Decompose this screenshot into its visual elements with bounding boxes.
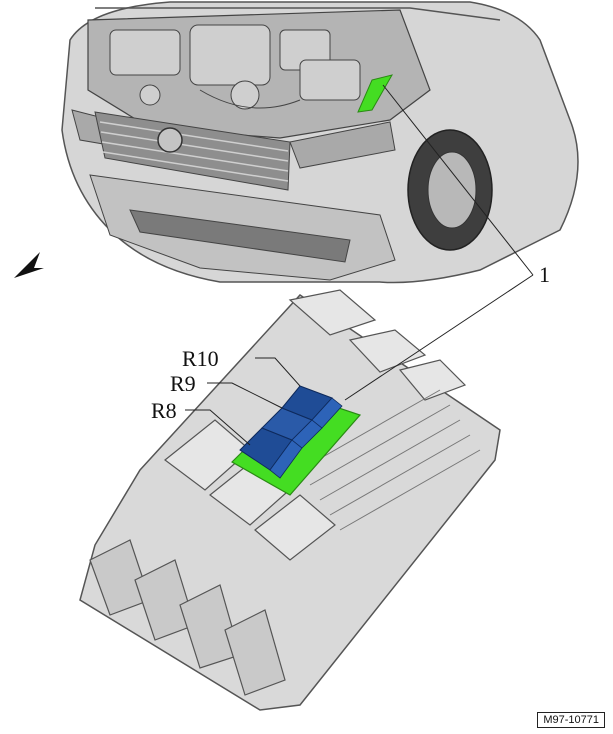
fuse-relay-box [79, 289, 501, 711]
wheel-rim [427, 151, 477, 229]
fuse-box-location-highlight [357, 74, 394, 113]
callout-r8: R8 [151, 398, 177, 423]
vehicle-front-illustration [61, 1, 579, 284]
leader-r8 [185, 409, 251, 446]
leader-lines [185, 84, 534, 446]
relay-tops [269, 397, 343, 479]
right-headlight [289, 121, 396, 169]
callout-1: 1 [539, 262, 550, 287]
callout-r10: R10 [182, 346, 219, 371]
leader-1-to-box [344, 274, 534, 401]
brand-badge [157, 127, 183, 153]
leader-1-to-car [382, 84, 534, 276]
direction-arrow [14, 252, 44, 278]
front-grille [94, 111, 291, 191]
callout-r9: R9 [170, 371, 196, 396]
connector-housings [89, 539, 286, 696]
figure-reference-number: M97-10771 [537, 712, 605, 728]
engine-components [109, 24, 361, 110]
hood-edge [95, 7, 501, 21]
leader-r10 [255, 357, 301, 387]
grille-slats [99, 121, 289, 182]
lower-intake [129, 209, 351, 263]
leader-r9 [207, 382, 283, 409]
